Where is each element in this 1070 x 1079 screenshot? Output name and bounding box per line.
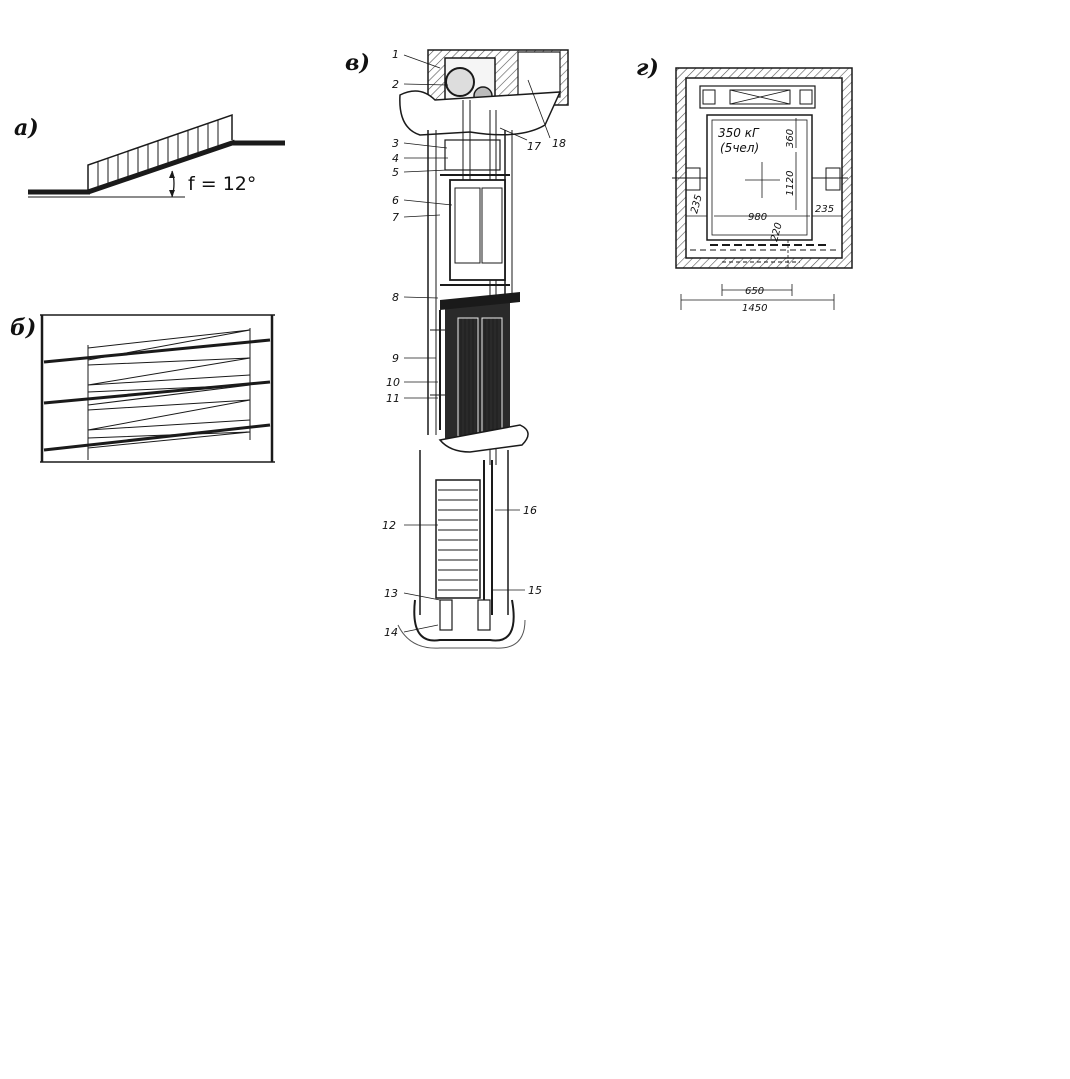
- persons-label: (5чел): [720, 141, 759, 155]
- dim-360: 360: [785, 129, 796, 148]
- callout-6: 6: [392, 194, 399, 207]
- stair-plan-drawing: [40, 314, 275, 463]
- ramp-drawing: [28, 113, 285, 198]
- panel-g-label: г): [636, 55, 659, 81]
- capacity-label: 350 кГ: [718, 126, 760, 140]
- callout-2: 2: [392, 78, 399, 91]
- dim-1120: 1120: [785, 171, 796, 196]
- panel-v-label: в): [345, 50, 370, 76]
- callout-labels: 1 2 3 4 5 6 7 8 9 10 11 12 13 14 15 16 1…: [382, 48, 566, 639]
- callout-11: 11: [386, 392, 400, 405]
- callout-1: 1: [392, 48, 399, 61]
- callout-10: 10: [386, 376, 400, 389]
- callout-15: 15: [528, 584, 542, 597]
- callout-17: 17: [527, 140, 541, 153]
- shaft-pit: [413, 599, 515, 642]
- callout-14: 14: [384, 626, 398, 639]
- callout-leaders: [403, 54, 551, 633]
- car-plan-labels: 350 кГ (5чел) 360 1120 980 235 235 220 6…: [689, 126, 834, 314]
- callout-12: 12: [382, 519, 396, 532]
- dim-235-left: 235: [689, 193, 705, 214]
- dim-980: 980: [748, 212, 767, 223]
- callout-13: 13: [384, 587, 398, 600]
- car-plan-drawing: [672, 67, 853, 310]
- dim-235-right: 235: [815, 204, 834, 215]
- control-panel: [517, 51, 561, 98]
- dim-1450: 1450: [742, 303, 767, 314]
- callout-3: 3: [392, 137, 399, 150]
- callout-7: 7: [392, 211, 399, 224]
- panel-a-label: а): [14, 115, 39, 141]
- ramp-angle-label: f = 12°: [188, 173, 256, 195]
- callout-16: 16: [523, 504, 537, 517]
- panel-v: в): [345, 48, 569, 649]
- lift-car: [449, 179, 506, 281]
- panel-b-label: б): [10, 315, 36, 341]
- landing-slab: [438, 424, 529, 453]
- panel-b: б): [10, 314, 275, 463]
- panel-a: а) f = 12°: [14, 113, 285, 198]
- shaft-wall: [675, 67, 853, 269]
- lift-shaft-drawing: [397, 49, 569, 649]
- callout-18: 18: [552, 137, 566, 150]
- callout-8: 8: [392, 291, 399, 304]
- buffer-right: [477, 599, 491, 631]
- dim-650: 650: [745, 286, 764, 297]
- panel-g: г): [636, 55, 853, 314]
- buffer-left: [439, 599, 453, 631]
- callout-4: 4: [392, 152, 399, 165]
- machine-slab: [399, 90, 562, 136]
- ramp-balusters: [97, 120, 219, 187]
- callout-9: 9: [392, 352, 399, 365]
- traction-sheave: [445, 67, 475, 97]
- callout-5: 5: [392, 166, 399, 179]
- dim-220: 220: [769, 221, 785, 242]
